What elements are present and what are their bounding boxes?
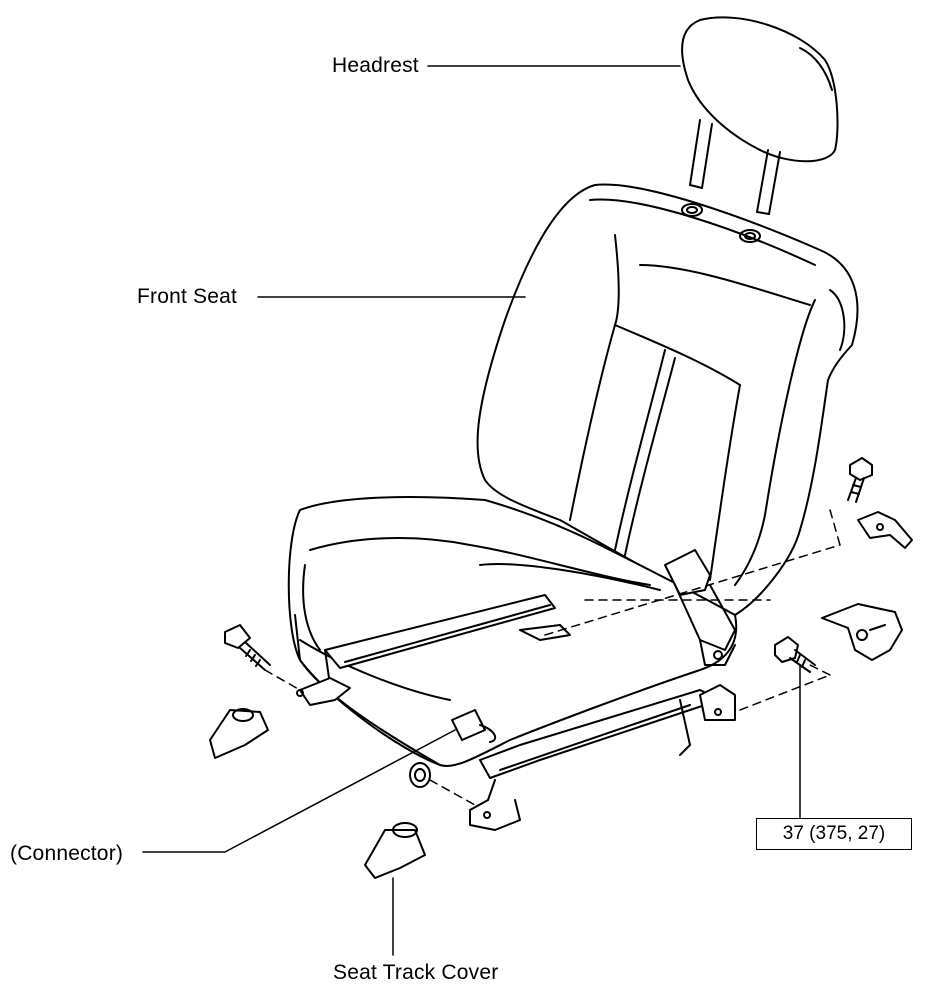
torque-spec-box: 37 (375, 27): [756, 818, 912, 850]
seat-track-cover-label: Seat Track Cover: [333, 961, 499, 984]
assembly-lines: [264, 509, 841, 806]
seat-rail-bar: [324, 594, 571, 686]
bolt-lower-right: [774, 636, 816, 673]
bolt-left: [224, 624, 271, 671]
bracket-upper-right: [857, 511, 913, 549]
bracket-lower-right: [821, 603, 903, 661]
bolt-upper-right: [847, 457, 873, 503]
track-cover-lower: [364, 822, 426, 879]
track-cover-upper-left: [209, 708, 269, 759]
seat-belt-buckle: [664, 549, 736, 666]
nut-left: [409, 762, 431, 788]
torque-spec-text: 37 (375, 27): [782, 823, 886, 844]
connector-part: [451, 709, 497, 743]
connector-label: (Connector): [10, 842, 124, 865]
seat-back: [476, 183, 859, 616]
seat-track: [296, 677, 736, 831]
front-seat-label: Front Seat: [137, 285, 238, 308]
leader-lines: [142, 65, 801, 956]
headrest-part: [681, 16, 839, 215]
headrest-label: Headrest: [332, 54, 419, 77]
